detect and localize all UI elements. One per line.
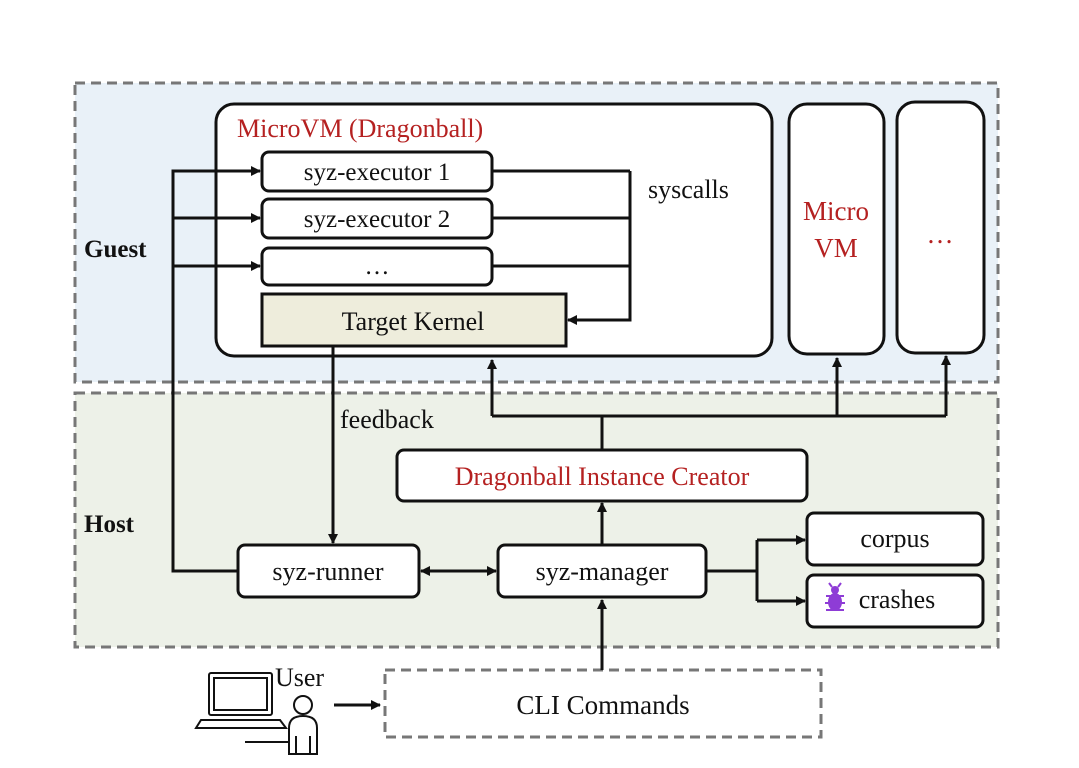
executor-more: … xyxy=(260,246,494,287)
microvm-2-line1: Micro xyxy=(803,196,869,226)
host-label: Host xyxy=(84,511,135,538)
bug-icon xyxy=(825,582,845,611)
executor-2: syz-executor 2 xyxy=(260,197,494,240)
crashes-label: crashes xyxy=(859,585,936,614)
syscalls-connector xyxy=(492,169,632,325)
microvm-more-label: … xyxy=(927,219,954,249)
executor-1: syz-executor 1 xyxy=(260,150,494,193)
microvm-box-2: Micro VM xyxy=(787,102,886,356)
person-icon xyxy=(245,695,318,755)
laptop-icon xyxy=(194,672,288,729)
instance-creator: Dragonball Instance Creator xyxy=(395,448,809,503)
microvm-title: MicroVM (Dragonball) xyxy=(237,114,483,143)
cli-commands-label: CLI Commands xyxy=(516,690,689,720)
manager-output-connector xyxy=(706,535,806,606)
corpus-label: corpus xyxy=(860,524,929,553)
feedback-label: feedback xyxy=(340,405,434,434)
executor-1-label: syz-executor 1 xyxy=(304,159,450,186)
syz-runner: syz-runner xyxy=(236,543,421,599)
syz-manager: syz-manager xyxy=(496,543,708,599)
guest-label: Guest xyxy=(84,236,147,263)
user-label: User xyxy=(275,663,324,692)
cli-commands-box: CLI Commands xyxy=(383,668,823,739)
target-kernel: Target Kernel xyxy=(260,292,568,348)
instance-creator-label: Dragonball Instance Creator xyxy=(455,462,750,491)
crashes-box: crashes xyxy=(805,573,985,629)
syscalls-label: syscalls xyxy=(648,175,729,204)
executor-more-label: … xyxy=(365,253,390,280)
syz-manager-label: syz-manager xyxy=(536,557,669,586)
corpus-box: corpus xyxy=(805,511,985,567)
executor-2-label: syz-executor 2 xyxy=(304,206,450,233)
target-kernel-label: Target Kernel xyxy=(342,307,485,336)
microvm-2-line2: VM xyxy=(814,233,858,263)
microvm-box-more: … xyxy=(895,100,986,355)
syz-runner-label: syz-runner xyxy=(272,557,384,586)
creator-to-vms-connector xyxy=(487,355,951,450)
runner-executor-connector xyxy=(171,166,261,573)
